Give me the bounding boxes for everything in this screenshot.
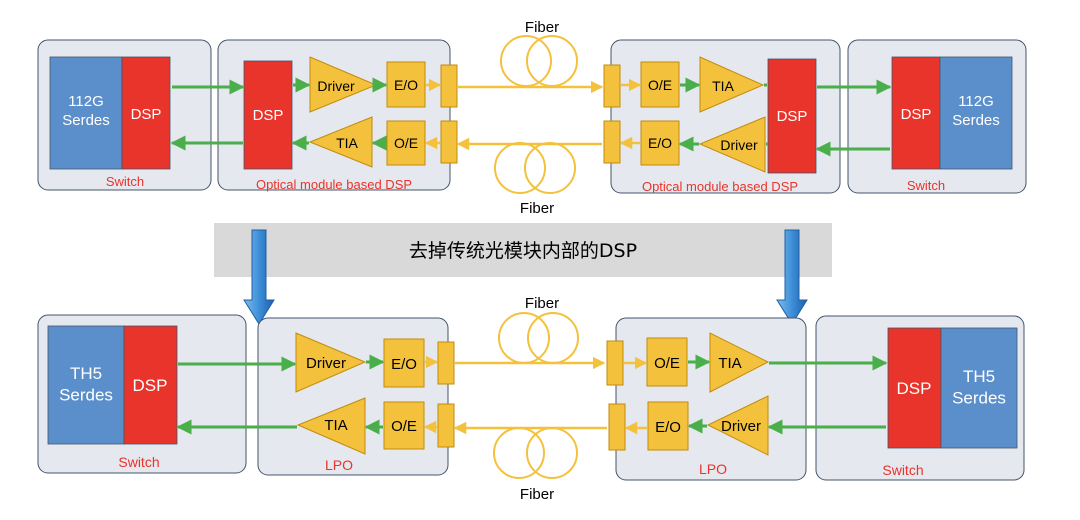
bottom-upper-fiber-label: Fiber [525, 295, 559, 312]
bottom-right-switch-dsp-block [887, 327, 942, 449]
top-right-switch-dsp-label: DSP [901, 106, 932, 123]
top-left-module-caption: Optical module based DSP [256, 177, 412, 192]
bottom-left-switch-caption: Switch [118, 454, 159, 470]
top-right-switch-caption: Switch [907, 178, 945, 193]
bottom-upper-fiber-coil [498, 312, 579, 364]
bottom-left-lower-connector [437, 403, 455, 448]
top-right-module-dsp-block [767, 58, 817, 174]
bottom-right-upper-connector [606, 340, 624, 386]
top-left-serdes-block [49, 56, 123, 170]
top-left-switch-dsp-label: DSP [131, 106, 162, 123]
top-left-tia-label: TIA [336, 135, 358, 151]
bottom-right-lower-connector [608, 403, 626, 451]
bottom-left-serdes-block [47, 325, 125, 445]
top-left-switch-dsp-block [121, 56, 171, 170]
top-upper-fiber-label: Fiber [525, 19, 559, 36]
top-right-driver-label: Driver [720, 137, 758, 153]
bottom-left-oe-block [383, 401, 425, 450]
top-right-tia-label: TIA [712, 78, 734, 94]
bottom-left-switch-dsp-label: DSP [133, 376, 168, 395]
top-left-oe-block [386, 120, 426, 166]
bottom-right-tia-label: TIA [718, 355, 741, 372]
bottom-left-driver-label: Driver [306, 355, 346, 372]
bottom-right-serdes-block [940, 327, 1018, 449]
bottom-left-eo-block [383, 338, 425, 388]
top-right-lower-connector [603, 120, 621, 164]
banner-background [214, 223, 832, 277]
bottom-left-eo-label: E/O [391, 356, 417, 373]
top-left-oe-label: O/E [394, 135, 418, 151]
bottom-left-tia-label: TIA [324, 417, 347, 434]
top-lower-fiber-coil [494, 142, 576, 194]
bottom-right-lpo-caption: LPO [699, 461, 727, 477]
bottom-right-switch-dsp-label: DSP [897, 379, 932, 398]
top-right-eo-block [640, 120, 680, 166]
bottom-left-upper-connector [437, 341, 455, 385]
bottom-left-oe-label: O/E [391, 418, 417, 435]
bottom-right-oe-block [646, 337, 688, 387]
top-left-driver-label: Driver [317, 78, 355, 94]
bottom-right-driver-label: Driver [721, 418, 761, 435]
bottom-lower-fiber-coil [493, 427, 578, 479]
bottom-right-switch-caption: Switch [882, 462, 923, 478]
top-right-upper-connector [603, 64, 621, 108]
top-left-upper-connector [440, 64, 458, 108]
top-left-eo-label: E/O [394, 77, 418, 93]
top-left-switch-caption: Switch [106, 174, 144, 189]
top-right-serdes-block [939, 56, 1013, 170]
top-left-lower-connector [440, 120, 458, 164]
banner-right-down-arrow [776, 229, 808, 325]
bottom-lower-fiber-label: Fiber [520, 486, 554, 503]
top-right-driver-triangle [698, 116, 766, 173]
top-right-eo-label: E/O [648, 135, 672, 151]
top-left-eo-block [386, 61, 426, 108]
top-upper-fiber-coil [500, 35, 578, 87]
top-right-module-caption: Optical module based DSP [642, 179, 798, 194]
top-right-module-dsp-label: DSP [777, 108, 808, 125]
top-lower-fiber-label: Fiber [520, 200, 554, 217]
top-left-module-dsp-block [243, 60, 293, 170]
bottom-left-switch-dsp-block [123, 325, 178, 445]
banner-text: 去掉传统光模块内部的DSP [409, 240, 637, 262]
bottom-right-eo-label: E/O [655, 419, 681, 436]
bottom-right-oe-label: O/E [654, 355, 680, 372]
top-right-oe-label: O/E [648, 77, 672, 93]
bottom-left-lpo-caption: LPO [325, 457, 353, 473]
top-left-module-dsp-label: DSP [253, 107, 284, 124]
banner-left-down-arrow [243, 229, 275, 325]
